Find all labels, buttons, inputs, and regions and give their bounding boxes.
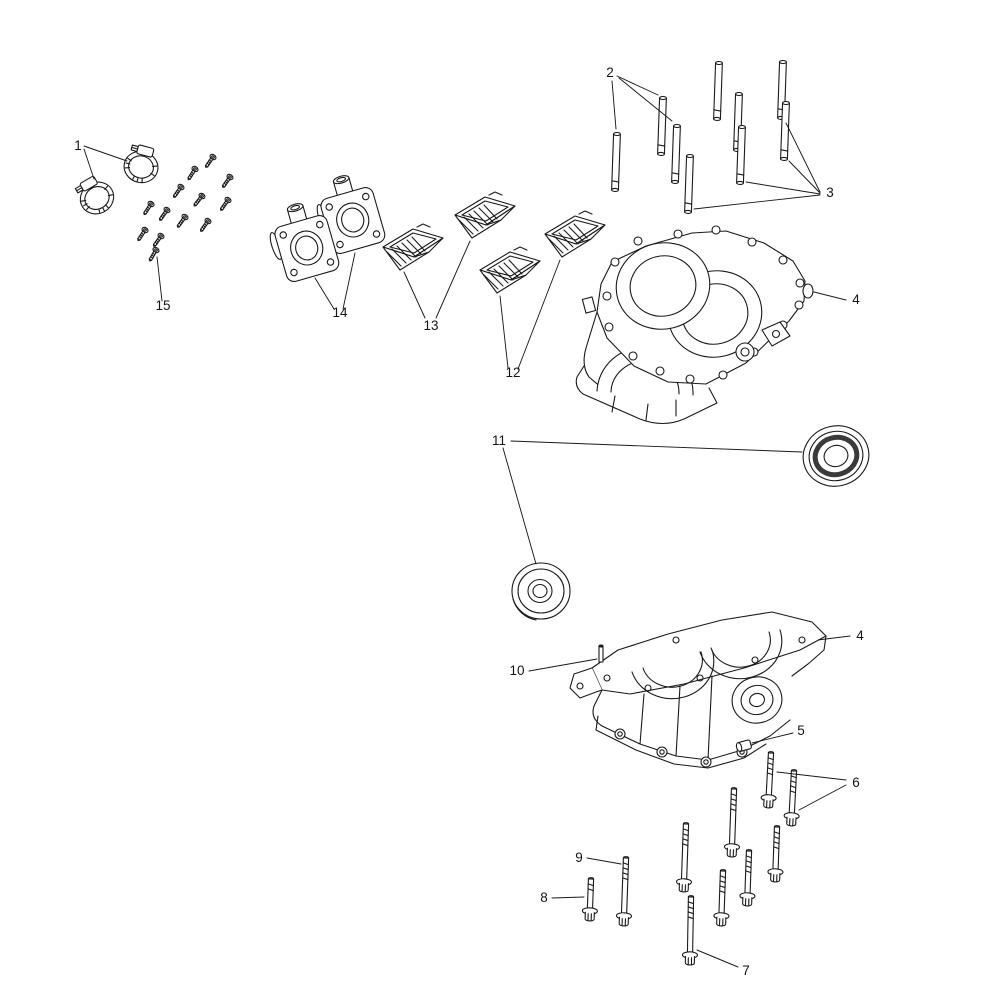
- callout-14: 14: [332, 305, 348, 320]
- stud: [657, 95, 667, 157]
- callout-labels: 1 2 3 4 4 5 6 7 8 9 10 11 12 13 14 15: [74, 65, 864, 978]
- callout-15: 15: [155, 298, 170, 313]
- screw: [170, 182, 186, 200]
- dowel-pin: [598, 644, 604, 663]
- callout-4-lower: 4: [856, 628, 864, 643]
- callout-13: 13: [423, 318, 438, 333]
- leader-14: [314, 252, 356, 310]
- leader-15: [156, 256, 163, 302]
- crankcase-bolts: [581, 750, 803, 966]
- leader-8: [551, 896, 585, 899]
- oil-seal-left: [511, 562, 571, 621]
- screw: [185, 164, 200, 182]
- callout-1: 1: [74, 138, 82, 153]
- oil-seal-right: [802, 425, 870, 487]
- leader-9: [586, 857, 622, 865]
- callout-11: 11: [492, 433, 506, 448]
- reed-valve: [479, 246, 541, 294]
- callout-4-upper: 4: [852, 292, 860, 307]
- screw: [219, 172, 235, 190]
- leader-2: [611, 75, 673, 130]
- reed-cage: [454, 191, 516, 239]
- callout-5: 5: [797, 723, 805, 738]
- screw: [174, 212, 190, 230]
- callout-10: 10: [509, 663, 524, 678]
- leader-13: [403, 240, 471, 319]
- screw: [134, 225, 150, 243]
- stud: [780, 100, 790, 162]
- reed-valve-cages: [382, 191, 516, 271]
- reed-valve-assemblies: [479, 210, 606, 294]
- leader-12: [499, 259, 561, 370]
- callout-3: 3: [826, 185, 834, 200]
- crankcase-upper-half: [575, 225, 814, 425]
- screw: [140, 199, 156, 217]
- flange-bolt: [723, 786, 743, 858]
- intake-flanges: [267, 168, 388, 284]
- crankcase-lower-half: [569, 611, 827, 769]
- case-stub: [802, 283, 814, 299]
- leader-lines: [83, 75, 851, 968]
- screw: [150, 231, 166, 249]
- flange-bolt: [783, 768, 803, 827]
- screw: [156, 205, 172, 223]
- screw: [217, 195, 233, 213]
- plug: [735, 739, 752, 753]
- screw: [191, 191, 207, 209]
- callout-9: 9: [575, 850, 583, 865]
- leader-10: [528, 658, 598, 672]
- stud: [671, 123, 681, 185]
- hose-clamp: [120, 141, 164, 187]
- screw: [202, 152, 218, 170]
- screw: [146, 245, 161, 264]
- flange-bolt: [739, 848, 758, 907]
- flange-bolt: [675, 821, 695, 893]
- leader-5: [751, 732, 794, 744]
- callout-8: 8: [540, 890, 548, 905]
- callout-6: 6: [852, 775, 860, 790]
- callout-2: 2: [606, 65, 614, 80]
- leader-3: [693, 122, 821, 210]
- leader-4a: [813, 291, 847, 301]
- cylinder-studs: [611, 59, 790, 215]
- reed-valve: [544, 210, 606, 258]
- reed-cage: [382, 223, 444, 271]
- leader-11: [502, 440, 803, 565]
- long-bolt: [681, 895, 700, 966]
- flange-bolt: [767, 824, 786, 883]
- flange-bolt: [713, 868, 732, 927]
- flange-bolt: [760, 750, 780, 809]
- leader-7: [696, 949, 739, 968]
- hose-clamp: [71, 170, 121, 221]
- short-bolt: [581, 876, 600, 922]
- screw: [197, 216, 213, 234]
- stud: [611, 131, 621, 193]
- leader-1: [83, 145, 128, 180]
- stud: [713, 60, 723, 122]
- callout-7: 7: [742, 963, 750, 978]
- stud: [736, 124, 746, 186]
- leader-4b: [817, 635, 851, 641]
- stud: [684, 153, 694, 215]
- long-bolt: [615, 855, 635, 927]
- callout-12: 12: [505, 365, 520, 380]
- leader-6: [776, 771, 847, 811]
